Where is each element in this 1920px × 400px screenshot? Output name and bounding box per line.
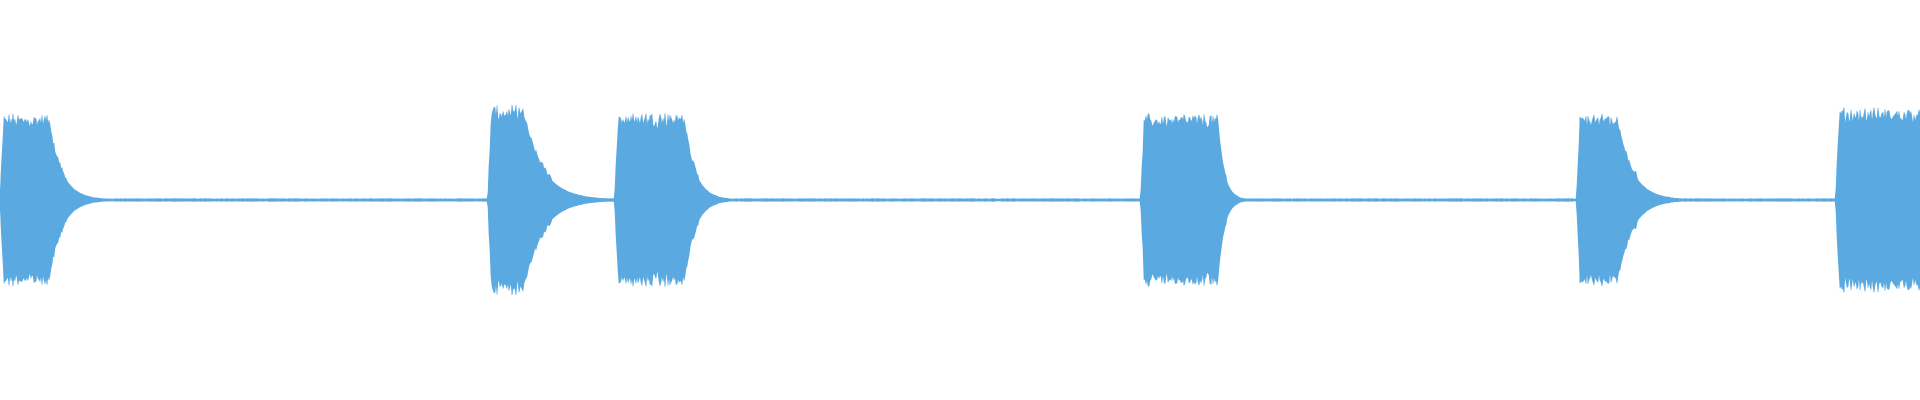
audio-waveform [0,104,1920,296]
waveform-panel [0,104,1920,296]
